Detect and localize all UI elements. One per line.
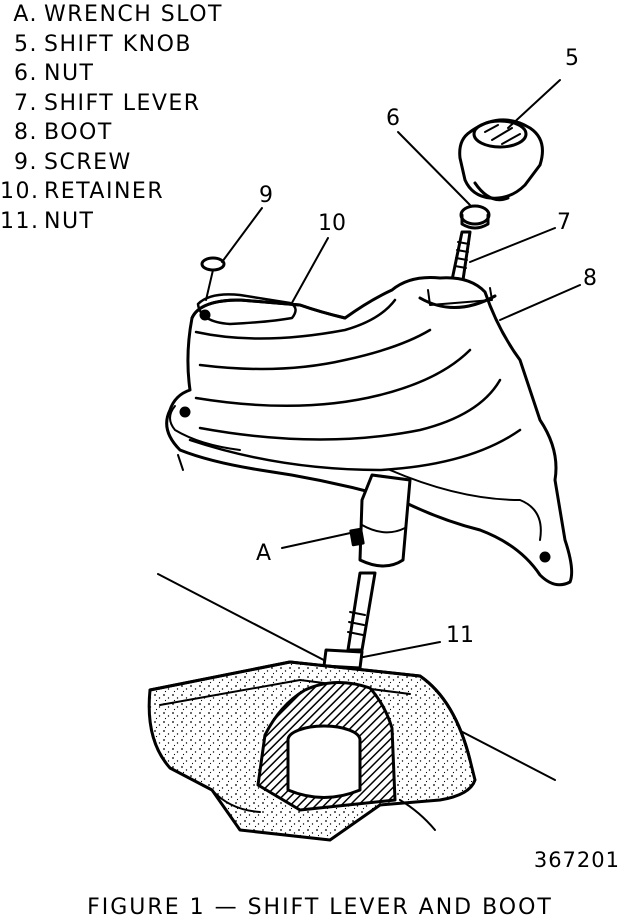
legend-key: 10. bbox=[0, 179, 40, 204]
callout-9: 9 bbox=[259, 183, 273, 208]
legend-item-wrench-slot: A.WRENCH SLOT bbox=[0, 0, 223, 30]
boot-drawing bbox=[165, 276, 574, 587]
callout-11: 11 bbox=[446, 623, 474, 648]
leader-lines bbox=[221, 79, 581, 661]
legend-label: WRENCH SLOT bbox=[44, 2, 223, 27]
legend-label: NUT bbox=[44, 61, 95, 86]
shift-knob-drawing bbox=[458, 118, 544, 202]
floor-mount-drawing bbox=[147, 660, 477, 842]
legend-label: NUT bbox=[44, 208, 95, 234]
callout-8: 8 bbox=[583, 266, 597, 291]
legend-key: 7. bbox=[14, 90, 38, 116]
legend-key: A. bbox=[13, 2, 38, 27]
figure-caption: FIGURE 1 — SHIFT LEVER AND BOOT bbox=[87, 895, 553, 920]
retainer-drawing bbox=[177, 293, 551, 563]
legend-key: 11. bbox=[0, 208, 40, 234]
legend-item-screw: 9.SCREW bbox=[0, 148, 223, 178]
legend-key: 8. bbox=[14, 120, 38, 145]
legend-key: 9. bbox=[14, 149, 38, 175]
parts-legend: A.WRENCH SLOT 5.SHIFT KNOB 6.NUT 7.SHIFT… bbox=[0, 0, 223, 236]
callout-6: 6 bbox=[386, 106, 400, 131]
legend-item-shift-lever: 7.SHIFT LEVER bbox=[0, 89, 223, 119]
callout-5: 5 bbox=[565, 46, 579, 71]
legend-item-shift-knob: 5.SHIFT KNOB bbox=[0, 30, 223, 60]
screw-9-drawing bbox=[200, 256, 226, 301]
legend-item-nut-6: 6.NUT bbox=[0, 59, 223, 89]
legend-label: RETAINER bbox=[44, 179, 165, 204]
legend-label: SHIFT KNOB bbox=[44, 31, 192, 57]
legend-label: SCREW bbox=[44, 149, 132, 175]
legend-item-nut-11: 11.NUT bbox=[0, 207, 223, 237]
legend-label: BOOT bbox=[44, 120, 113, 145]
legend-key: 5. bbox=[14, 31, 38, 57]
callout-a: A bbox=[256, 541, 272, 566]
shift-lever-tip-drawing bbox=[450, 230, 472, 282]
legend-item-retainer: 10.RETAINER bbox=[0, 177, 223, 207]
legend-item-boot: 8.BOOT bbox=[0, 118, 223, 148]
reference-number: 367201 bbox=[533, 848, 620, 872]
legend-key: 6. bbox=[14, 61, 38, 86]
nut-6-drawing bbox=[459, 204, 491, 230]
lower-lever-drawing bbox=[346, 473, 412, 652]
callout-7: 7 bbox=[557, 210, 571, 235]
callout-10: 10 bbox=[318, 211, 346, 236]
legend-label: SHIFT LEVER bbox=[44, 90, 201, 116]
